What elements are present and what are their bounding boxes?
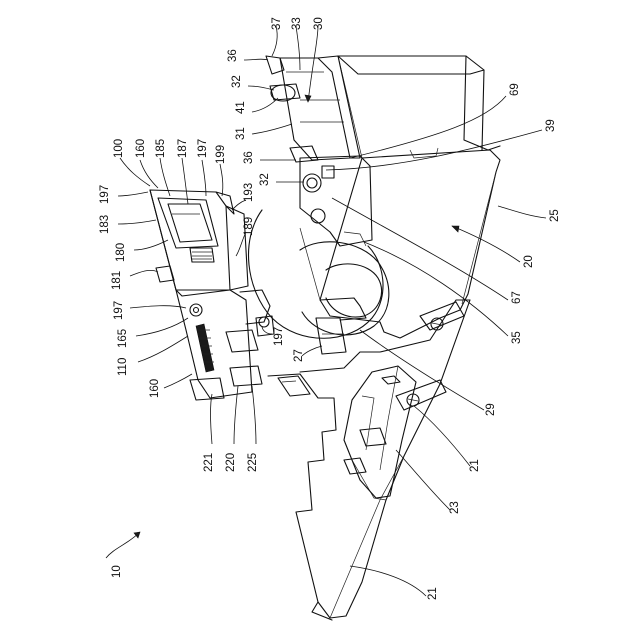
- ref-20: 20: [523, 255, 535, 268]
- ref-197-left: 197: [99, 185, 111, 204]
- ref-183: 183: [99, 215, 111, 234]
- ref-197-top: 197: [197, 139, 209, 158]
- ref-21-bottom: 21: [427, 587, 439, 600]
- ref-27: 27: [293, 349, 305, 362]
- ref-110: 110: [117, 358, 129, 376]
- ref-32-mid: 32: [259, 173, 271, 186]
- ref-165: 165: [117, 329, 129, 348]
- ref-31: 31: [235, 127, 247, 140]
- ref-36-top: 36: [227, 49, 239, 62]
- motor-housing: [266, 56, 360, 162]
- ref-160-bottom: 160: [149, 379, 161, 398]
- ref-193: 193: [243, 183, 255, 202]
- leader-lines: [106, 26, 546, 596]
- ref-33: 33: [291, 17, 303, 30]
- ref-67: 67: [511, 291, 523, 304]
- main-frame: [300, 56, 500, 410]
- reference-labels: 10 100 160 185 187 197 199 197 183 180 1…: [99, 17, 561, 600]
- ref-187: 187: [177, 139, 189, 158]
- ref-220: 220: [225, 453, 237, 472]
- ref-189: 189: [243, 217, 255, 236]
- ref-30: 30: [313, 17, 325, 30]
- ref-197-right: 197: [273, 327, 285, 346]
- ref-35: 35: [511, 331, 523, 344]
- ref-36-mid: 36: [243, 151, 255, 164]
- ref-32-top: 32: [231, 75, 243, 88]
- ref-225: 225: [247, 453, 259, 472]
- round-window: [249, 210, 389, 354]
- ref-41: 41: [235, 101, 247, 114]
- base-plate: [268, 300, 470, 620]
- ref-180: 180: [115, 243, 127, 262]
- ref-23: 23: [449, 501, 461, 514]
- ref-25: 25: [549, 209, 561, 222]
- ref-69: 69: [509, 83, 521, 96]
- ref-181: 181: [111, 271, 123, 290]
- ref-197-mid: 197: [113, 301, 125, 320]
- ref-199: 199: [215, 145, 227, 164]
- ref-10: 10: [111, 565, 123, 578]
- ref-221: 221: [203, 453, 215, 472]
- ref-21-right: 21: [469, 459, 481, 472]
- ref-29: 29: [485, 403, 497, 416]
- ref-39: 39: [545, 119, 557, 132]
- side-rail: [344, 366, 416, 498]
- ref-185: 185: [155, 139, 167, 158]
- ref-100: 100: [113, 139, 125, 158]
- ref-37: 37: [271, 17, 283, 30]
- ref-160-top: 160: [135, 139, 147, 158]
